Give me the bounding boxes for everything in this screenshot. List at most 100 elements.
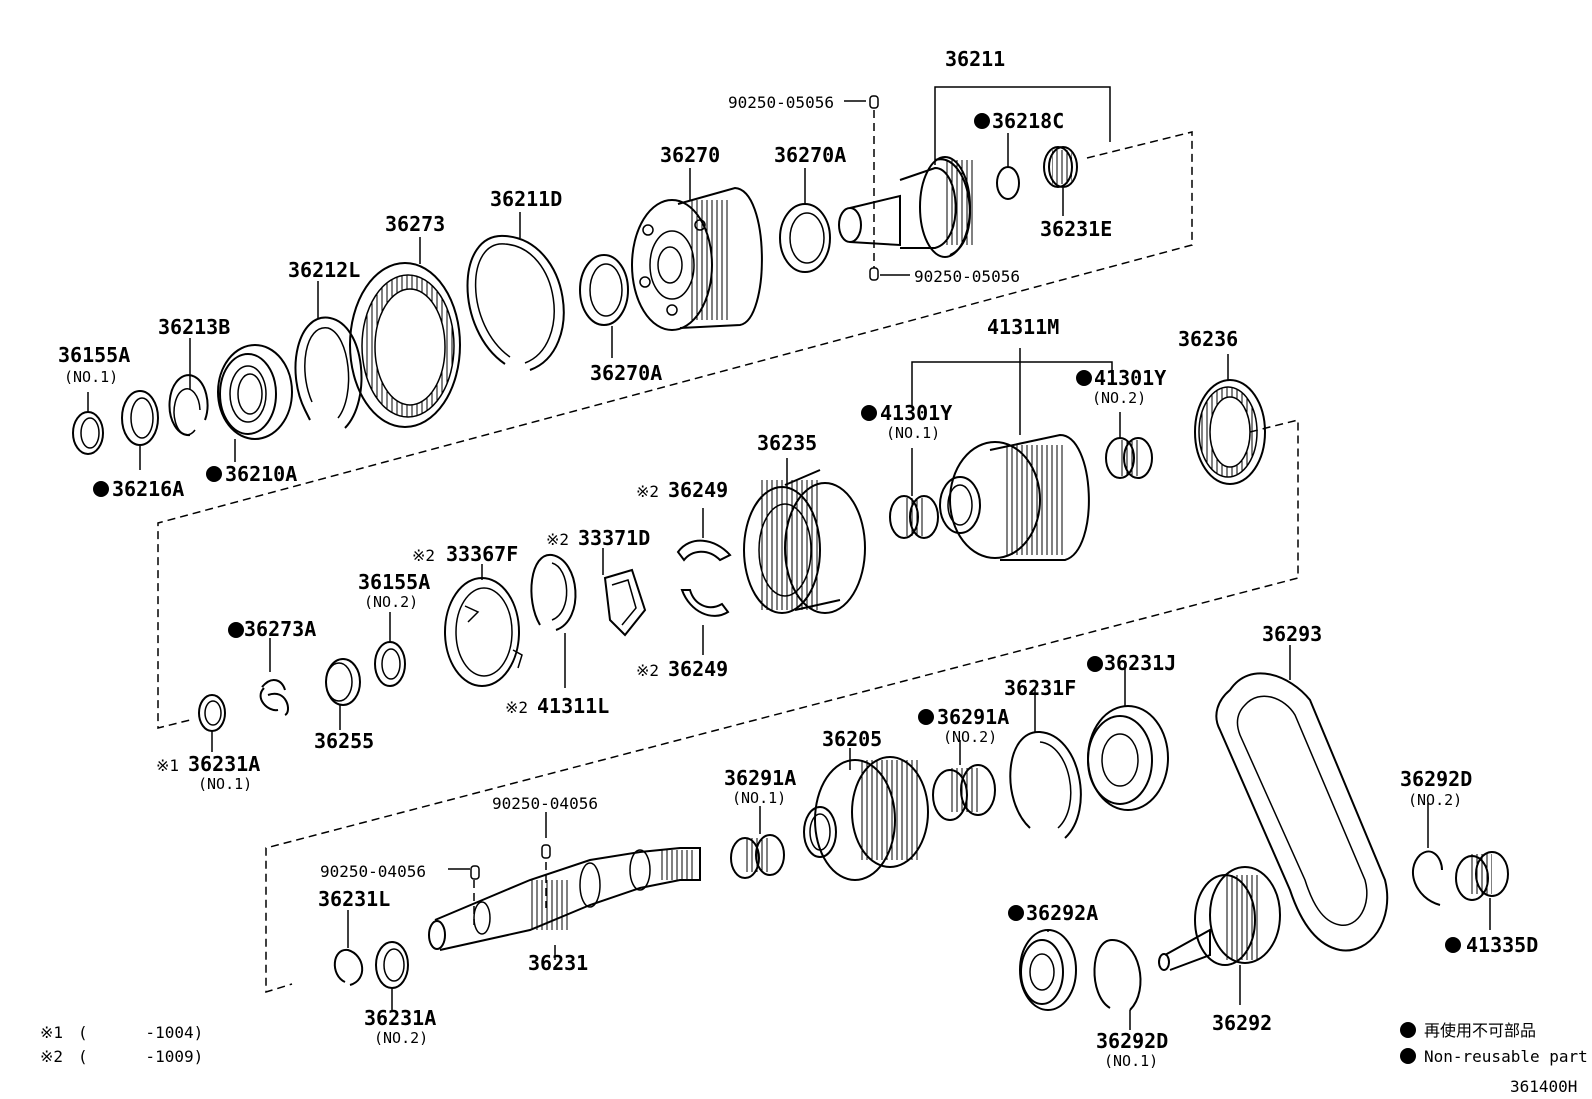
label-36231A-no1: 36231A <box>188 752 260 776</box>
leader-lines <box>87 86 1491 1030</box>
footnote-2-mark: ※2 <box>40 1047 63 1066</box>
label-36249-bot: 36249 <box>668 657 728 681</box>
label-36155A-no2: 36155A <box>358 570 430 594</box>
label-41311M: 41311M <box>987 315 1059 339</box>
mark-note2-41311L: ※2 <box>505 698 528 717</box>
label-36231A-no1-sub: (NO.1) <box>198 775 252 793</box>
legend-bullet-en <box>1400 1048 1416 1064</box>
snap-ring-36213B <box>168 374 209 437</box>
footnotes: ※1 ( -1004) ※2 ( -1009) <box>40 1023 203 1066</box>
label-36231L: 36231L <box>318 887 390 911</box>
needle-bearing-41301Y-no1 <box>889 495 939 539</box>
input-shaft-36211 <box>838 156 973 258</box>
bearing-36231A-no1 <box>198 694 226 732</box>
bearing-36292A <box>1019 929 1077 1011</box>
label-36270A-top: 36270A <box>774 143 846 167</box>
label-36270A-bot: 36270A <box>590 361 662 385</box>
legend: 再使用不可部品 Non-reusable part <box>1400 1021 1588 1066</box>
ring-gear-36273 <box>349 262 461 428</box>
needle-bearing-41301Y-no2 <box>1105 437 1153 479</box>
snap-ring-36292D-no2 <box>1411 850 1443 906</box>
planetary-carrier-36270 <box>631 186 763 331</box>
label-41301Y-no1-sub: (NO.1) <box>886 424 940 442</box>
label-36270: 36270 <box>660 143 720 167</box>
label-36231A-no2-sub: (NO.2) <box>374 1029 428 1047</box>
label-36231: 36231 <box>528 951 588 975</box>
label-36155A-no2-sub: (NO.2) <box>364 593 418 611</box>
ring-36155A-no1 <box>72 411 104 455</box>
label-36292D-no2-sub: (NO.2) <box>1408 791 1462 809</box>
legend-jp: 再使用不可部品 <box>1424 1021 1536 1040</box>
label-36273: 36273 <box>385 212 445 236</box>
label-36292A: 36292A <box>1026 901 1098 925</box>
label-36231A-no2: 36231A <box>364 1006 436 1030</box>
label-33371D: 33371D <box>578 526 650 550</box>
label-36155A-no1: 36155A <box>58 343 130 367</box>
collar-36255 <box>325 658 361 706</box>
label-90250-04056-b: 90250-04056 <box>320 862 426 881</box>
needle-bearing-36291A-no2 <box>932 764 996 821</box>
snap-ring-36212L <box>294 316 363 429</box>
snap-ring-36211D <box>466 234 565 371</box>
output-shaft-36231 <box>428 847 701 951</box>
label-36249-top: 36249 <box>668 478 728 502</box>
mark-note1-36231A: ※1 <box>156 756 179 775</box>
mark-note2-33367F: ※2 <box>412 546 435 565</box>
label-41335D: 41335D <box>1466 933 1538 957</box>
snap-ring-36216A <box>121 390 159 446</box>
label-41301Y-no2: 41301Y <box>1094 366 1166 390</box>
mark-note2-33371D: ※2 <box>546 530 569 549</box>
label-36291A-no2-sub: (NO.2) <box>943 728 997 746</box>
driven-sprocket-36292 <box>1158 866 1281 971</box>
label-36292D-no1: 36292D <box>1096 1029 1168 1053</box>
part-labels: 36211 36218C 36231E 90250-05056 90250-05… <box>58 47 1538 1070</box>
drive-chain-36293 <box>1215 672 1389 952</box>
label-36292D-no2: 36292D <box>1400 767 1472 791</box>
needle-bearing-41335D <box>1455 851 1509 901</box>
label-36292: 36292 <box>1212 1011 1272 1035</box>
label-36231F: 36231F <box>1004 676 1076 700</box>
label-36292D-no1-sub: (NO.1) <box>1104 1052 1158 1070</box>
plug-36218C <box>996 166 1020 200</box>
label-36236: 36236 <box>1178 327 1238 351</box>
hub-33371D <box>603 568 647 637</box>
label-36218C: 36218C <box>992 109 1064 133</box>
label-36210A: 36210A <box>225 462 297 486</box>
label-36291A-no1: 36291A <box>724 766 796 790</box>
footnote-1-mark: ※1 <box>40 1023 63 1042</box>
label-36211: 36211 <box>945 47 1005 71</box>
shift-key-36249 <box>676 539 732 617</box>
label-36216A: 36216A <box>112 477 184 501</box>
footnote-2-text: ( -1009) <box>78 1047 203 1066</box>
shift-sleeve-33367F <box>444 577 523 687</box>
label-36293: 36293 <box>1262 622 1322 646</box>
label-90250-04056-a: 90250-04056 <box>492 794 598 813</box>
label-41301Y-no1: 41301Y <box>880 401 952 425</box>
label-36155A-no1-sub: (NO.1) <box>64 368 118 386</box>
pins-90250-05056 <box>869 95 879 281</box>
driven-gear-36205 <box>803 756 929 881</box>
legend-en: Non-reusable part <box>1424 1047 1588 1066</box>
bearing-36231J <box>1087 705 1169 811</box>
differential-41311M <box>939 433 1090 561</box>
ring-36155A-no2 <box>374 641 406 687</box>
snap-ring-36231L <box>333 948 364 986</box>
label-33367F: 33367F <box>446 542 518 566</box>
needle-bearing-36291A-no1 <box>730 834 785 879</box>
assembly-dashed-lines <box>157 110 1299 994</box>
label-90250-05056-bot: 90250-05056 <box>914 267 1020 286</box>
label-36291A-no1-sub: (NO.1) <box>732 789 786 807</box>
label-36235: 36235 <box>757 431 817 455</box>
figure-id: 361400H <box>1510 1077 1577 1096</box>
snap-ring-36231F <box>1009 730 1082 839</box>
label-36213B: 36213B <box>158 315 230 339</box>
label-36273A: 36273A <box>244 617 316 641</box>
bearing-36210A <box>217 344 293 440</box>
label-36291A-no2: 36291A <box>937 705 1009 729</box>
drive-sprocket-hub-36235 <box>743 469 866 614</box>
snap-ring-41311L <box>530 553 577 631</box>
label-36211D: 36211D <box>490 187 562 211</box>
thrust-washer-36270A-upper <box>779 203 831 273</box>
label-36231E: 36231E <box>1040 217 1112 241</box>
